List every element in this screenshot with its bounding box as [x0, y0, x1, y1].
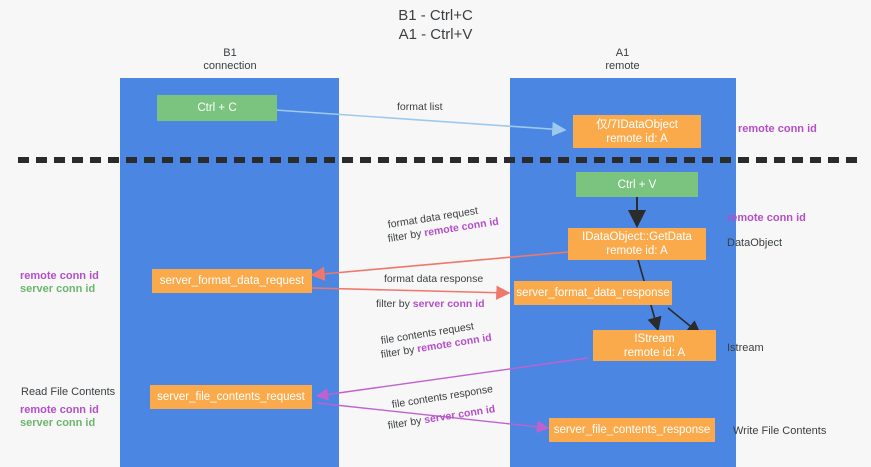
- filter-token-server-conn-id: server conn id: [423, 403, 497, 427]
- annotation-left-server-conn-id-bot: server conn id: [20, 417, 96, 429]
- annotation-istream: Istream: [727, 342, 764, 354]
- node-ctrl-v[interactable]: Ctrl + V: [576, 172, 698, 197]
- diagram-title: B1 - Ctrl+C A1 - Ctrl+V: [398, 7, 473, 43]
- filter-token-server-conn-id: server conn id: [412, 298, 485, 310]
- annotation-left-remote-conn-id-bot: remote conn id: [20, 404, 99, 416]
- edge-label-format-list: format list: [397, 101, 443, 113]
- column-header-b1: B1 connection: [203, 47, 257, 72]
- column-header-a1: A1 remote: [605, 47, 640, 72]
- annotation-write-file-contents: Write File Contents: [733, 425, 827, 437]
- annotation-remote-conn-id-mid: remote conn id: [727, 212, 806, 224]
- annotation-remote-conn-id-top: remote conn id: [738, 123, 817, 135]
- filter-prefix: filter by: [376, 298, 413, 310]
- node-server-file-contents-response[interactable]: server_file_contents_response: [549, 418, 715, 442]
- wire-format-data-response: [311, 285, 511, 300]
- node-idataobject-remote[interactable]: 仅/7IDataObject remote id: A: [573, 115, 701, 148]
- node-server-file-contents-request[interactable]: server_file_contents_request: [150, 385, 312, 409]
- annotation-dataobject: DataObject: [727, 237, 783, 249]
- filter-prefix: filter by: [386, 414, 426, 432]
- edge-label-format-data-response-filter: filter by server conn id: [376, 298, 485, 311]
- annotation-read-file-contents: Read File Contents: [21, 386, 116, 398]
- node-idataobject-getdata[interactable]: IDataObject::GetData remote id: A: [568, 228, 706, 260]
- annotation-left-server-conn-id-mid: server conn id: [20, 283, 96, 295]
- annotation-left-remote-conn-id-mid: remote conn id: [20, 270, 99, 282]
- node-istream[interactable]: IStream remote id: A: [593, 330, 716, 361]
- phase-divider: [18, 157, 863, 163]
- node-server-format-data-request[interactable]: server_format_data_request: [152, 269, 312, 293]
- node-server-format-data-response[interactable]: server_format_data_response: [514, 281, 672, 305]
- edge-label-format-data-response: format data response: [384, 273, 484, 285]
- node-ctrl-c[interactable]: Ctrl + C: [157, 95, 277, 121]
